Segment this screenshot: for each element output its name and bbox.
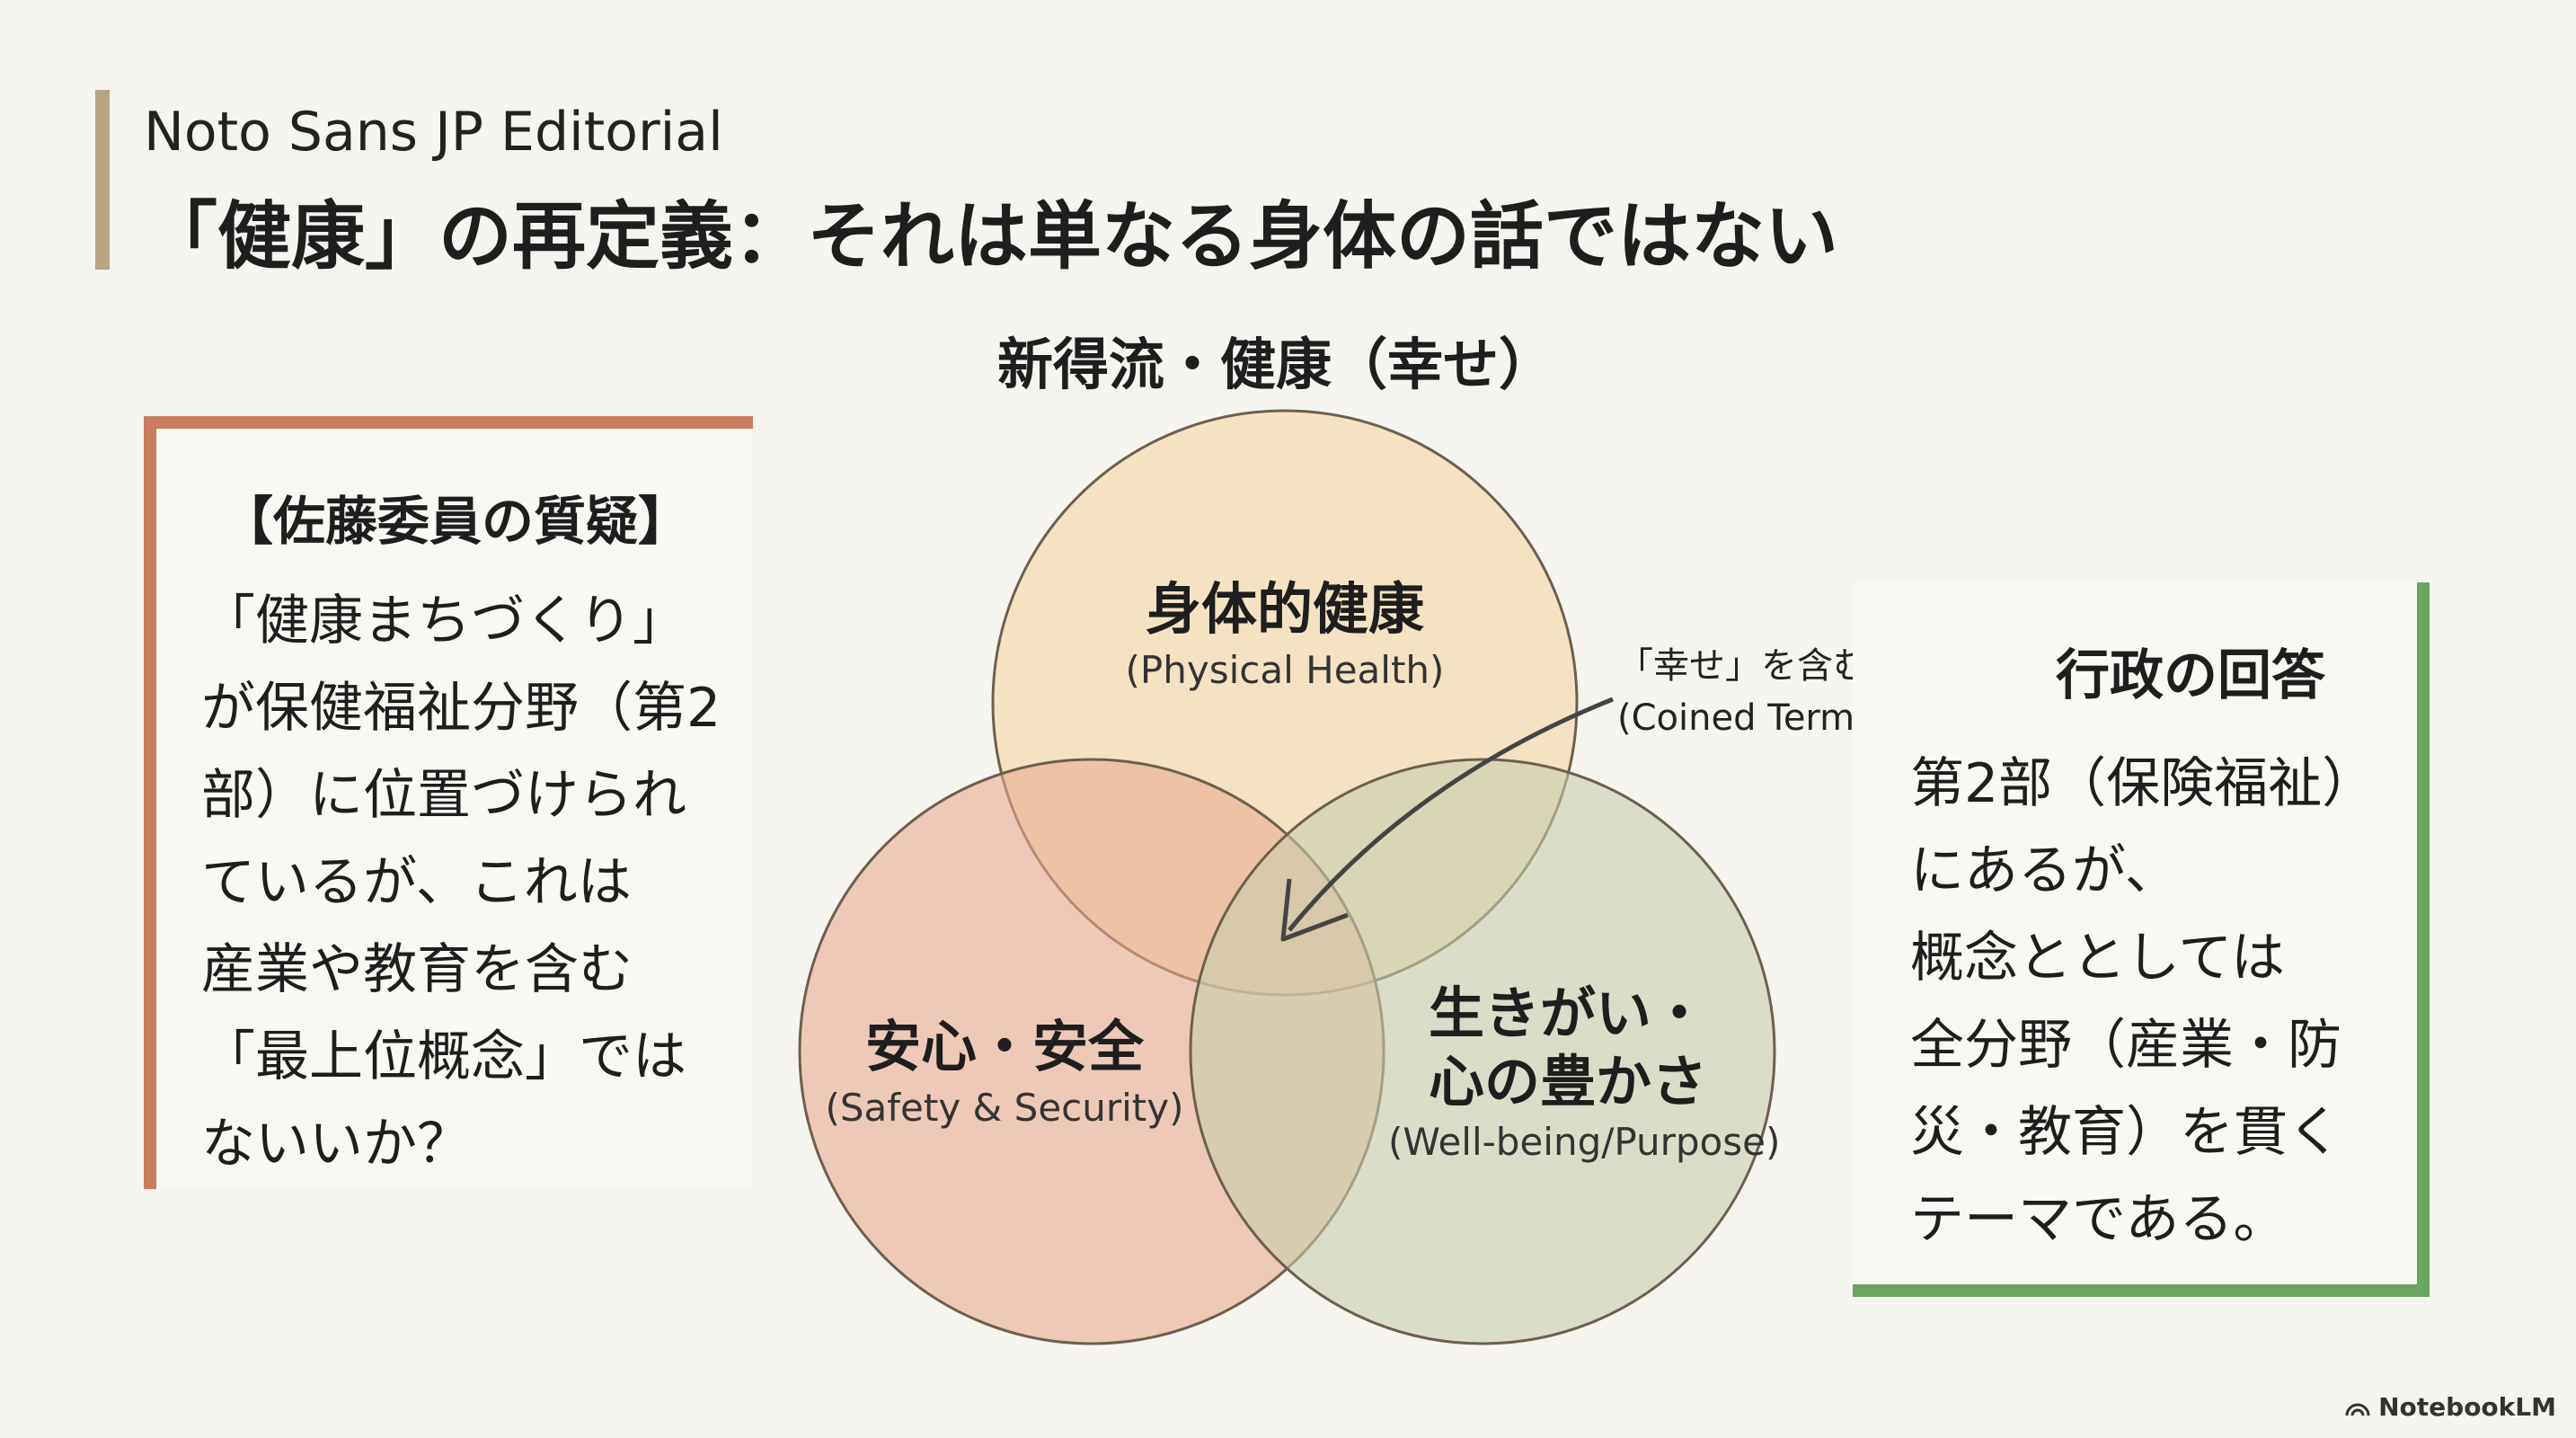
label-physical-health-title: 身体的健康 [1145, 576, 1424, 642]
venn-title: 新得流・健康（幸せ） [997, 332, 1555, 397]
label-safety-title: 安心・安全 [864, 1014, 1144, 1079]
label-wellbeing-sub: (Well-being/Purpose) [1388, 1120, 1781, 1165]
question-line: 産業や教育を含む [201, 938, 633, 1001]
title-accent-bar [95, 90, 110, 270]
answer-heading: 行政の回答 [2056, 644, 2325, 707]
annotation-arrowhead [1280, 878, 1349, 942]
page-title: 「健康」の再定義：それは単なる身体の話ではない [144, 194, 1839, 280]
question-heading: 【佐藤委員の質疑】 [221, 491, 691, 552]
answer-panel: 行政の回答 第2部（保険福祉） にあるが、 概念ととしては 全分野（産業・防 災… [1853, 582, 2430, 1297]
label-safety-security: 安心・安全 (Safety & Security) [825, 1013, 1184, 1131]
answer-line: 全分野（産業・防 [1910, 1014, 2341, 1077]
label-safety-sub: (Safety & Security) [825, 1085, 1184, 1130]
annotation-line2: (Coined Term) [1617, 697, 1869, 739]
label-wellbeing: 生きがい・ 心の豊かさ (Well-being/Purpose) [1388, 980, 1781, 1165]
question-line: が保健福祉分野（第2 [201, 677, 721, 740]
question-line: ないいか？ [201, 1113, 471, 1176]
answer-line: 第2部（保険福祉） [1910, 752, 2377, 815]
label-wellbeing-line2: 心の豊かさ [1428, 1048, 1707, 1114]
label-physical-health-sub: (Physical Health) [1125, 647, 1445, 692]
label-physical-health: 身体的健康 (Physical Health) [1105, 575, 1465, 693]
label-wellbeing-line1: 生きがい・ [1428, 981, 1707, 1046]
question-line: 部）に位置づけられ [201, 764, 686, 827]
answer-line: 災・教育）を貫く [1910, 1101, 2341, 1164]
font-label: Noto Sans JP Editorial [144, 101, 723, 164]
question-line: ているが、これは [201, 851, 632, 914]
notebooklm-logo-icon [2345, 1403, 2370, 1416]
question-line: 「健康まちづくり」 [201, 590, 686, 652]
venn-circle-wellbeing [1189, 758, 1776, 1345]
notebooklm-brand: NotebookLM [2344, 1392, 2556, 1422]
brand-label: NotebookLM [2378, 1392, 2556, 1422]
annotation-arrow [1288, 697, 1614, 932]
answer-line: にあるが、 [1910, 839, 2179, 902]
answer-line: テーマである。 [1910, 1188, 2288, 1251]
question-panel: 【佐藤委員の質疑】 「健康まちづくり」 が保健福祉分野（第2 部）に位置づけられ… [144, 416, 753, 1189]
answer-line: 概念ととしては [1910, 927, 2285, 990]
question-line: 「最上位概念」では [201, 1025, 686, 1088]
